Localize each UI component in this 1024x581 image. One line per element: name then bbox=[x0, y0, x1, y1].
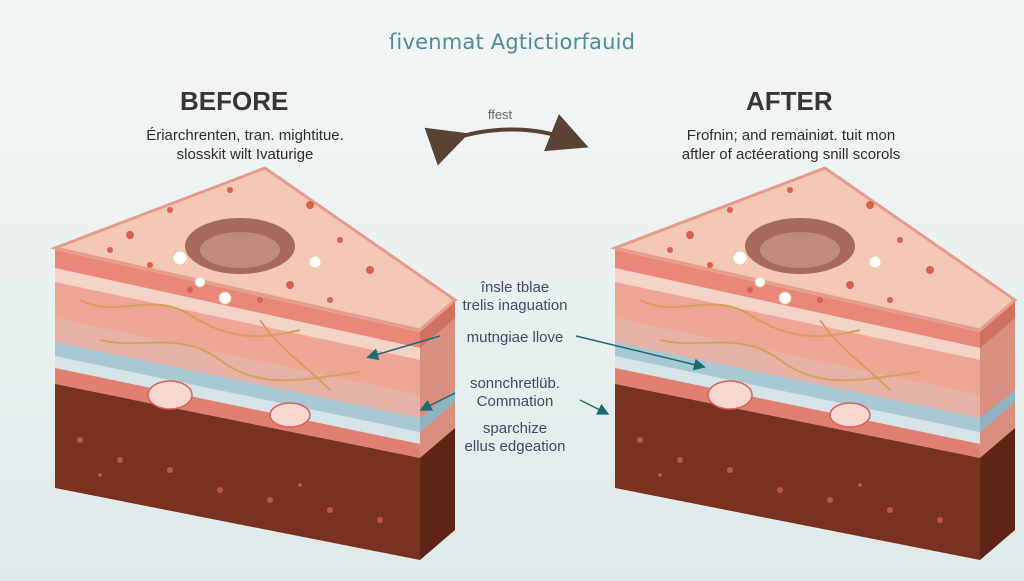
before-heading: BEFORE bbox=[180, 86, 289, 116]
pointer-line-left-2 bbox=[419, 392, 456, 411]
center-label-4-line2: ellus edgeation bbox=[464, 438, 566, 455]
pointer-line-left-1 bbox=[366, 335, 441, 361]
center-label-1: însle tblae trelis inaguation bbox=[430, 279, 600, 315]
after-skin-block bbox=[613, 166, 1017, 562]
pointer-line-right-2 bbox=[579, 399, 610, 415]
center-label-3: sonnchretlüb. Commation bbox=[430, 375, 600, 411]
center-label-3-line1: sonnchretlüb. bbox=[469, 375, 561, 392]
after-description-line1: Frofnin; and remainiøt. tuit mon bbox=[686, 127, 896, 144]
pointer-line-right-1 bbox=[575, 335, 706, 371]
center-label-1-line1: însle tblae bbox=[480, 279, 550, 296]
double-arrow-icon bbox=[424, 114, 589, 166]
before-description-line2: slosskit wilt Ivaturige bbox=[176, 146, 314, 163]
center-label-4: sparchize ellus edgeation bbox=[430, 420, 600, 456]
before-description: Ériarchrenten, tran. mightitue. slosskit… bbox=[95, 126, 395, 164]
center-label-4-line1: sparchize bbox=[482, 420, 548, 437]
center-label-3-line2: Commation bbox=[476, 393, 554, 410]
diagram-title: ſivenmat Agtictiorfauid bbox=[388, 30, 636, 54]
before-description-line1: Ériarchrenten, tran. mightitue. bbox=[146, 127, 344, 144]
before-skin-block bbox=[53, 166, 457, 562]
after-description: Frofnin; and remainiøt. tuit mon aftler … bbox=[655, 126, 927, 164]
center-label-2: mutngiae llove bbox=[466, 329, 564, 346]
after-description-line2: aftler of actéerationg snill scorols bbox=[681, 146, 901, 163]
after-heading: AFTER bbox=[746, 86, 833, 116]
center-label-1-line2: trelis inaguation bbox=[462, 297, 568, 314]
